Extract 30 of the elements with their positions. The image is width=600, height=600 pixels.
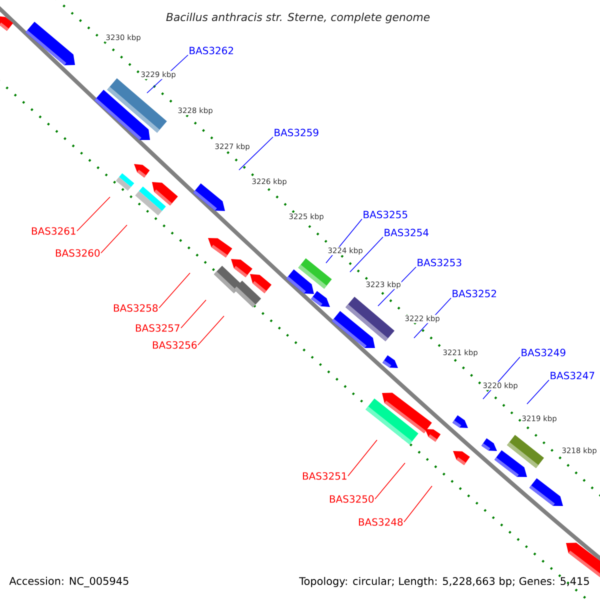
gene-label: BAS3251 — [302, 472, 346, 480]
gene-label: BAS3258 — [114, 304, 158, 312]
title: Bacillus anthracis str. Sterne, complete genome — [166, 12, 430, 24]
gene-label: BAS3247 — [550, 372, 594, 380]
leader-line — [526, 380, 550, 404]
gene-label: BAS3259 — [274, 128, 318, 136]
leader-line — [100, 224, 128, 254]
gene-label: BAS3254 — [384, 228, 428, 236]
accession-text: Accession: NC_005945 — [9, 576, 128, 588]
gene-label: BAS3250 — [330, 495, 374, 503]
gene-label: BAS3255 — [364, 210, 408, 218]
gene-label: BAS3252 — [452, 290, 496, 298]
gene-label: BAS3261 — [32, 227, 76, 235]
gene-label: BAS3256 — [152, 341, 197, 349]
leader-line — [198, 316, 224, 346]
gene-label: BAS3248 — [358, 518, 403, 526]
leader-line — [158, 272, 190, 308]
leader-line — [76, 196, 110, 232]
genome-info-text: Topology: circular; Length: 5,228,663 bp; Genes: 5,415 — [299, 576, 589, 588]
gene-label: BAS3262 — [190, 46, 234, 54]
leader-line — [350, 236, 384, 272]
leader-line — [404, 486, 432, 522]
gene-label: BAS3257 — [136, 324, 180, 332]
leader-line — [238, 136, 274, 170]
gene-label: BAS3253 — [418, 258, 462, 266]
leader-line — [348, 440, 378, 476]
leader-line — [374, 462, 406, 500]
gene-label: BAS3249 — [522, 348, 566, 356]
gene-label: BAS3260 — [56, 249, 100, 257]
leader-line — [180, 300, 206, 328]
